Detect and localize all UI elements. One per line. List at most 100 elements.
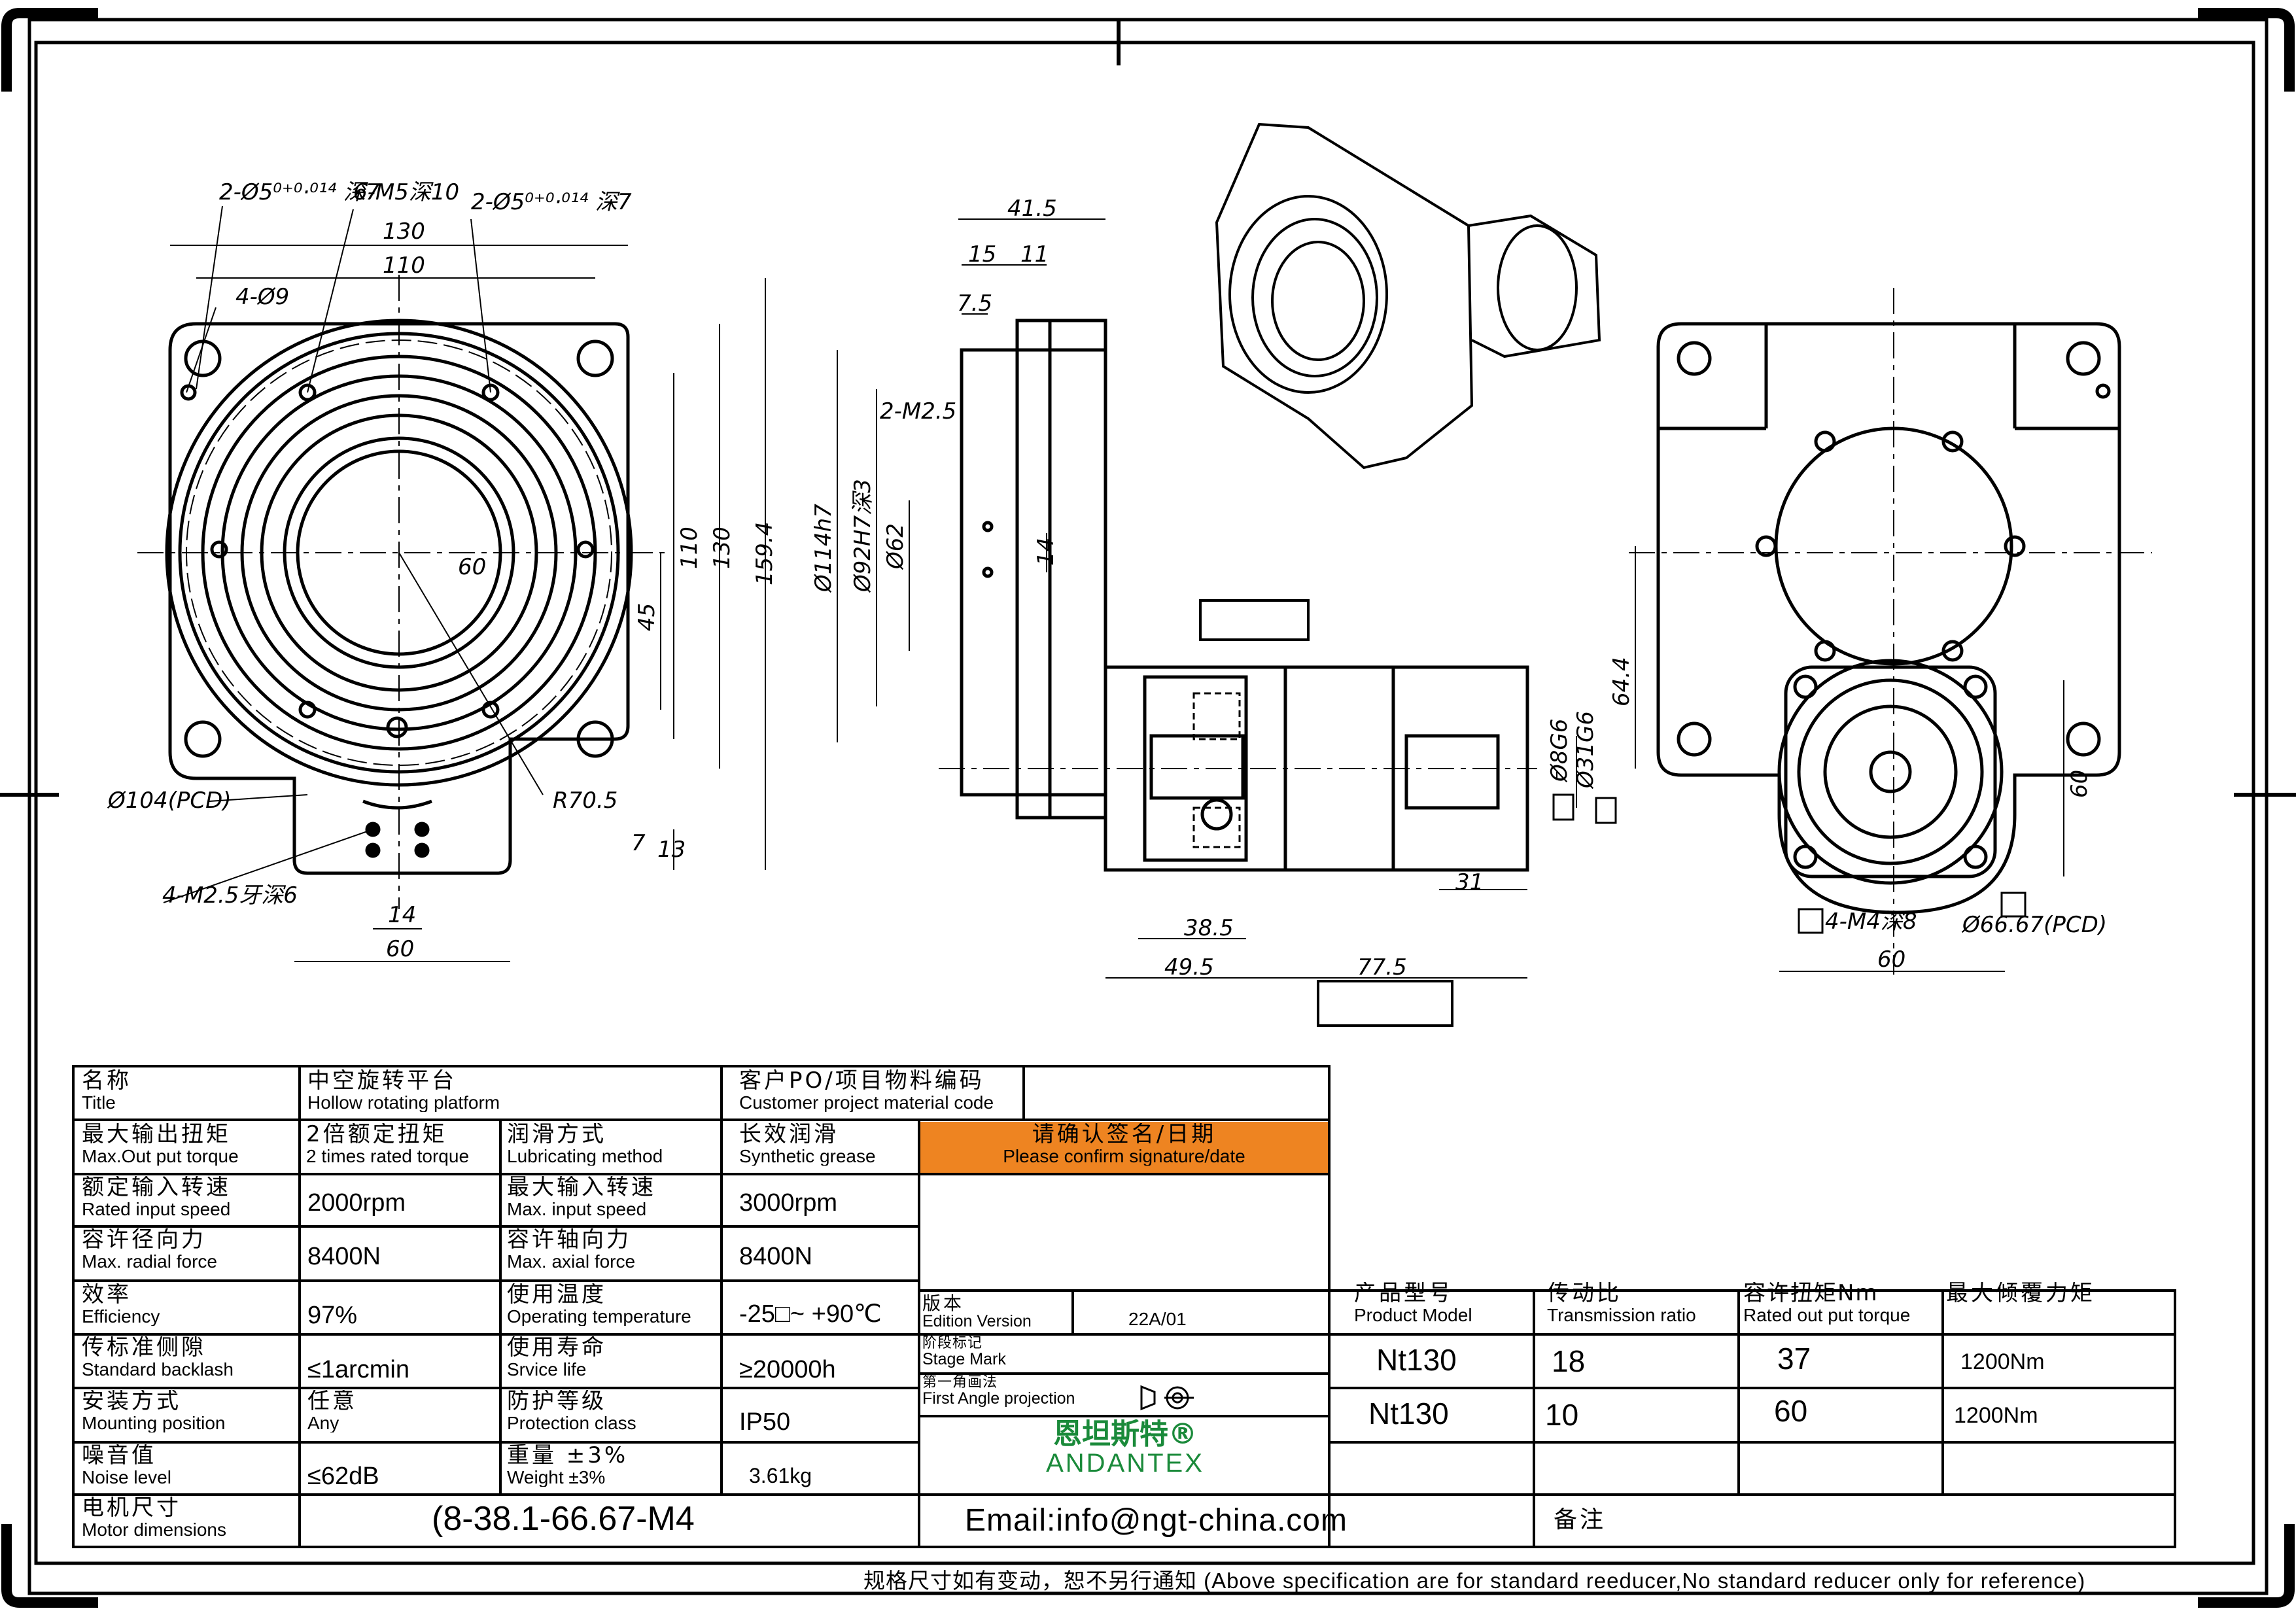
ris-label-en: Rated input speed (82, 1198, 231, 1219)
motor-value-text: (8-38.1-66.67-M4 (432, 1501, 695, 1537)
mount-label-en: Mounting position (82, 1412, 226, 1433)
mrf-label-zh: 容许径向力 (82, 1228, 206, 1253)
dim-d92: Ø92H7深3 (850, 479, 876, 593)
front-dim-lines (137, 205, 766, 962)
ris-label: 额定输入转速 Rated input speed (82, 1176, 298, 1219)
mt-header-zh: 最大倾覆力矩 (1946, 1282, 2095, 1306)
footer-note-text: 规格尺寸如有变动，恕不另行通知 (Above specification are… (863, 1570, 2086, 1593)
life-value: ≥20000h (739, 1357, 916, 1383)
rt-header: 容许扭矩Nm Rated out put torque (1743, 1282, 1939, 1325)
mount-label-zh: 安装方式 (82, 1390, 181, 1414)
row1-ratio: 18 (1552, 1344, 1586, 1378)
maxtorque-label-zh: 最大输出扭矩 (82, 1123, 231, 1147)
mount-value-zh: 任意 (307, 1390, 357, 1414)
first-angle-symbol (1140, 1385, 1194, 1411)
life-value-text: ≥20000h (739, 1357, 836, 1383)
motor-label-zh: 电机尺寸 (82, 1497, 181, 1521)
row1-model: Nt130 (1376, 1343, 1457, 1377)
dim-14-side: 14 (1033, 538, 1059, 566)
dim-60-v-right: 60 (2066, 770, 2093, 798)
row2-ratio: 10 (1545, 1398, 1579, 1432)
row1-moment: 1200Nm (1960, 1349, 2045, 1374)
eff-label-zh: 效率 (82, 1283, 131, 1308)
noise-label-zh: 噪音值 (82, 1444, 156, 1468)
bl-label-zh: 传标准侧隙 (82, 1336, 206, 1361)
prot-label-zh: 防护等级 (507, 1390, 606, 1414)
lub-label: 润滑方式 Lubricating method (507, 1123, 720, 1166)
mis-label-en: Max. input speed (507, 1198, 647, 1219)
mis-value: 3000rpm (739, 1190, 916, 1217)
brand-en: ANDANTEX (1046, 1449, 1204, 1478)
version-value: 22A/01 (1128, 1309, 1259, 1328)
mount-value-en: Any (307, 1412, 339, 1433)
dim-60-h-right: 60 (1877, 946, 1905, 973)
dim-130-v: 130 (709, 527, 735, 569)
bl-value: ≤1arcmin (307, 1357, 497, 1383)
inner-frame (34, 41, 2255, 1565)
dim-d62: Ø62 (882, 523, 909, 570)
mrf-label-en: Max. radial force (82, 1251, 217, 1272)
noise-label: 噪音值 Noise level (82, 1444, 298, 1487)
maxtorque-value-zh: 2倍额定扭矩 (306, 1123, 447, 1147)
weight-label: 重量 ±3% Weight ±3% (507, 1444, 720, 1487)
maf-value: 8400N (739, 1244, 916, 1270)
po-label-zh: 客户PO/项目物料编码 (739, 1069, 984, 1094)
confirm-zh: 请确认签名/日期 (1032, 1123, 1217, 1147)
noise-label-en: Noise level (82, 1466, 171, 1487)
motor-value: (8-38.1-66.67-M4 (432, 1501, 916, 1537)
dim-14: 14 (388, 902, 416, 928)
confirm-bg (920, 1122, 1328, 1173)
stage-label: 阶段标记 Stage Mark (922, 1336, 1119, 1368)
mt-header: 最大倾覆力矩 (1946, 1282, 2172, 1306)
right-view (1656, 322, 2121, 914)
temp-label-en: Operating temperature (507, 1306, 691, 1327)
dim-45: 45 (634, 603, 660, 631)
lub-value-zh: 长效润滑 (739, 1123, 839, 1147)
side-dim-lines (837, 218, 1577, 979)
version-label-en: Edition Version (922, 1312, 1032, 1330)
title-value: 中空旋转平台 Hollow rotating platform (307, 1069, 720, 1112)
tr-header-zh: 传动比 (1547, 1282, 1622, 1306)
dim-7: 7 (631, 830, 646, 856)
weight-value-text: 3.61kg (749, 1465, 812, 1487)
weight-label-en: Weight ±3% (507, 1466, 606, 1487)
title-label-zh: 名称 (82, 1069, 131, 1094)
dim-110-v: 110 (676, 527, 703, 569)
row1-torque: 37 (1777, 1342, 1811, 1376)
pm-header-en: Product Model (1354, 1304, 1472, 1325)
note-m25: 4-M2.5牙深6 (162, 882, 298, 909)
ris-value-text: 2000rpm (307, 1190, 406, 1217)
dim-159: 159.4 (752, 522, 778, 585)
title-value-zh: 中空旋转平台 (307, 1069, 457, 1094)
dim-11: 11 (1020, 241, 1049, 268)
front-dim-texts: 130 110 60 45 110 130 159.4 Ø104(PCD) R7… (107, 179, 778, 962)
maxtorque-value: 2倍额定扭矩 2 times rated torque (306, 1123, 499, 1166)
mis-value-text: 3000rpm (739, 1190, 837, 1217)
tr-header: 传动比 Transmission ratio (1547, 1282, 1737, 1325)
mount-value: 任意 Any (307, 1390, 497, 1432)
outer-frame (27, 18, 2269, 1595)
dim-60-bottom: 60 (386, 936, 414, 962)
title-value-en: Hollow rotating platform (307, 1092, 500, 1113)
ris-label-zh: 额定输入转速 (82, 1176, 231, 1200)
email: Email:info@ngt-china.com (965, 1504, 1527, 1537)
maxtorque-value-en: 2 times rated torque (306, 1145, 470, 1166)
title-block-grid (72, 1065, 2176, 1548)
row2-torque: 60 (1774, 1394, 1808, 1428)
temp-label-zh: 使用温度 (507, 1283, 606, 1308)
right-dim-lines (1629, 288, 2152, 975)
motor-label-en: Motor dimensions (82, 1519, 226, 1540)
dim-38-5: 38.5 (1184, 915, 1234, 941)
dim-31: 31 (1455, 869, 1484, 895)
version-value-text: 22A/01 (1128, 1309, 1187, 1329)
dim-15: 15 (968, 241, 996, 268)
table-row: Nt130 10 60 1200Nm (1329, 1391, 2175, 1442)
maf-label: 容许轴向力 Max. axial force (507, 1228, 720, 1271)
mis-label: 最大输入转速 Max. input speed (507, 1176, 720, 1219)
bl-label-en: Standard backlash (82, 1359, 234, 1379)
dim-m4: 4-M4深8 (1825, 909, 1917, 935)
footer-note: 规格尺寸如有变动，恕不另行通知 (Above specification are… (863, 1570, 2257, 1593)
weight-value: 3.61kg (749, 1465, 916, 1487)
pm-header-zh: 产品型号 (1354, 1282, 1453, 1306)
